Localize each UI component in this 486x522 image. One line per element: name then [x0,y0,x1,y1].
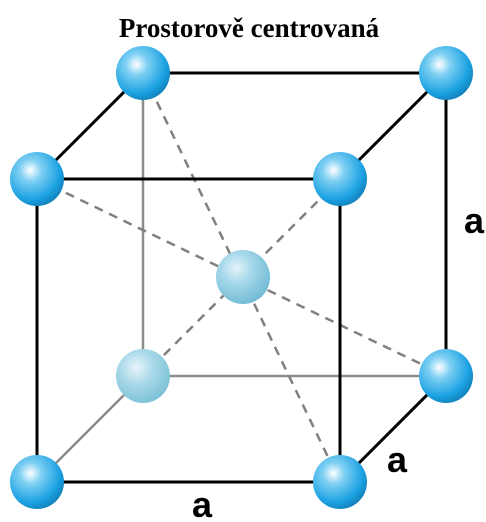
atom-front-bottom-left [10,455,64,509]
diagram-title: Prostorově centrovaná [119,13,380,43]
atom-hidden-back-bottom-left [116,349,170,403]
atoms [10,46,473,509]
diagonal-3 [142,178,341,377]
atom-front-bottom-right [313,455,367,509]
atom-back-bottom-right [419,349,473,403]
edge-label-depth: a [387,439,408,480]
atom-body-center [216,250,270,304]
atom-back-top-left [116,46,170,100]
edge-label-right: a [464,200,485,241]
atom-back-top-right [419,46,473,100]
atom-front-top-left [10,152,64,206]
edge-label-bottom: a [192,484,213,522]
atom-front-top-right [313,152,367,206]
